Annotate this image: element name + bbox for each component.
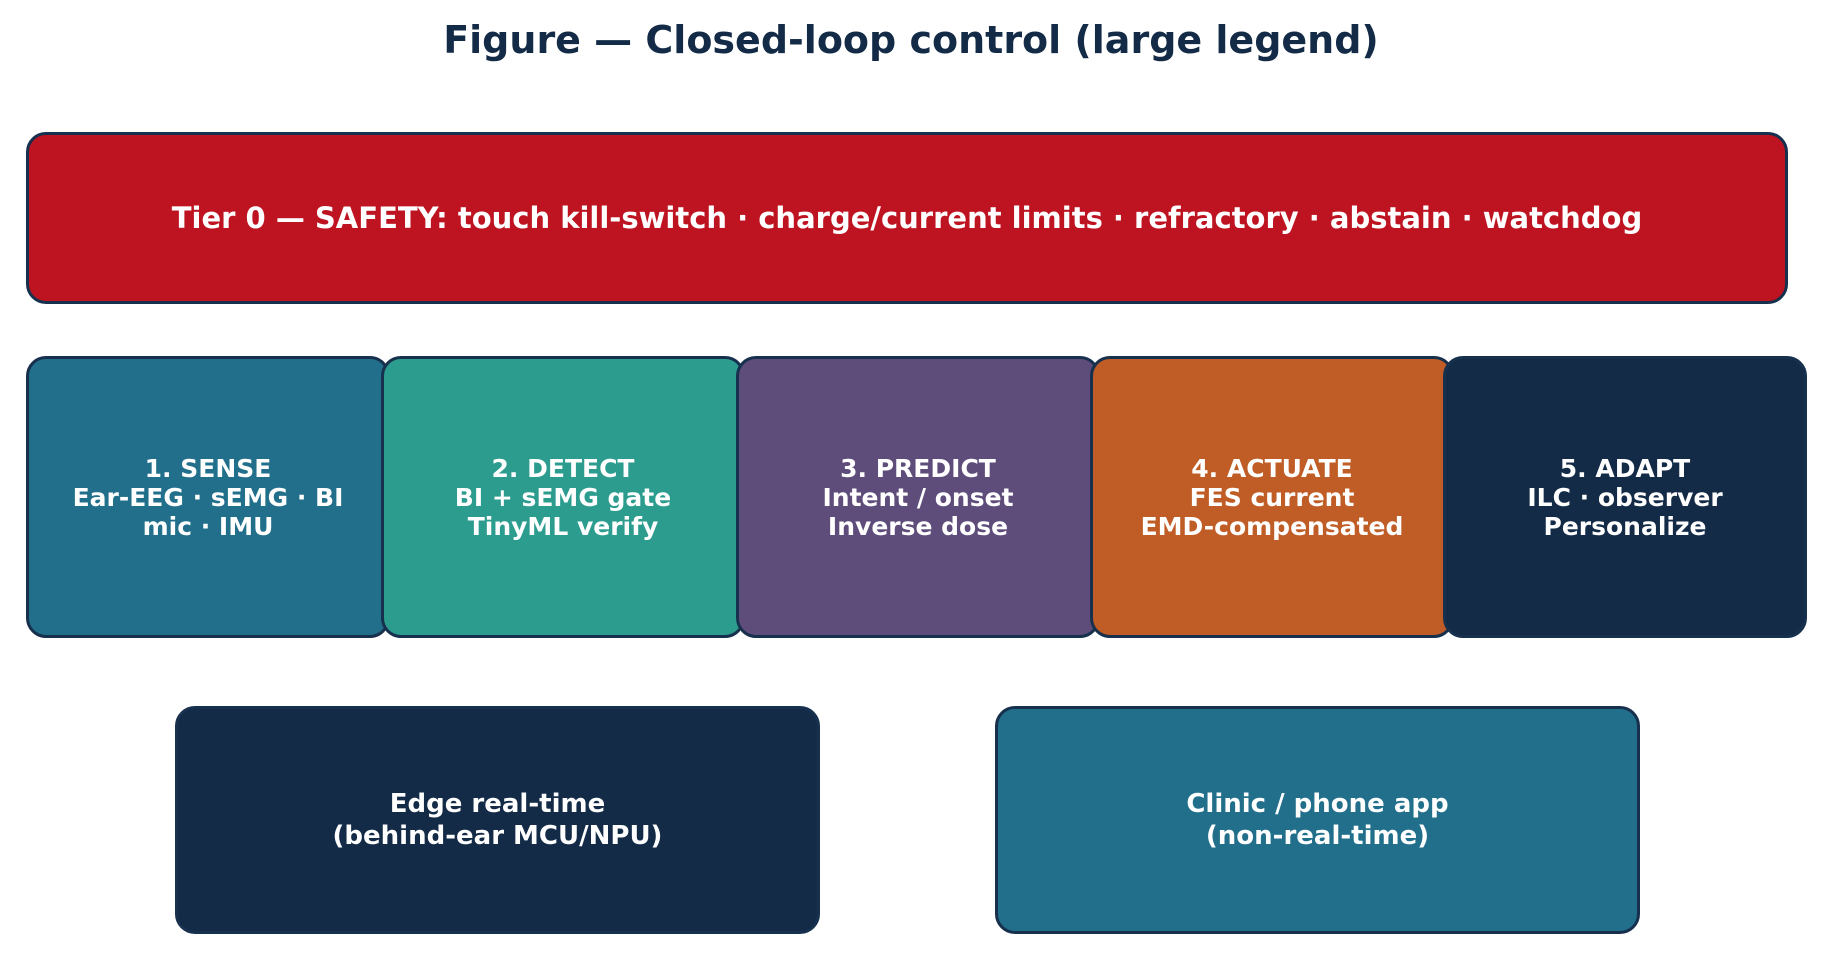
stage-detect-title: 2. DETECT [491, 453, 635, 483]
stage-adapt-box: 5. ADAPT ILC · observer Personalize [1443, 356, 1807, 638]
stage-predict-line2: Inverse dose [827, 511, 1009, 541]
stage-adapt-line2: Personalize [1543, 511, 1707, 541]
stage-adapt-line1: ILC · observer [1527, 482, 1723, 512]
stage-predict-box: 3. PREDICT Intent / onset Inverse dose [736, 356, 1100, 638]
stage-actuate-line2: EMD-compensated [1140, 511, 1404, 541]
clinic-tier-box: Clinic / phone app (non-real-time) [995, 706, 1640, 934]
stage-actuate-box: 4. ACTUATE FES current EMD-compensated [1090, 356, 1454, 638]
safety-tier-box: Tier 0 — SAFETY: touch kill-switch · cha… [26, 132, 1788, 304]
edge-tier-line1: Edge real-time [389, 789, 606, 819]
stage-sense-title: 1. SENSE [144, 453, 272, 483]
stage-predict-title: 3. PREDICT [840, 453, 996, 483]
stage-adapt-title: 5. ADAPT [1559, 453, 1691, 483]
clinic-tier-line2: (non-real-time) [1205, 821, 1430, 851]
figure-title: Figure — Closed-loop control (large lege… [443, 18, 1379, 62]
stage-predict-line1: Intent / onset [822, 482, 1014, 512]
stage-actuate-line1: FES current [1189, 482, 1355, 512]
safety-tier-label: Tier 0 — SAFETY: touch kill-switch · cha… [171, 201, 1643, 235]
stage-actuate-title: 4. ACTUATE [1191, 453, 1353, 483]
stage-detect-line2: TinyML verify [467, 511, 659, 541]
stage-detect-line1: BI + sEMG gate [454, 482, 672, 512]
clinic-tier-line1: Clinic / phone app [1186, 789, 1449, 819]
stage-sense-line1: Ear-EEG · sEMG · BI [72, 482, 344, 512]
edge-tier-line2: (behind-ear MCU/NPU) [332, 821, 663, 851]
stage-sense-box: 1. SENSE Ear-EEG · sEMG · BI mic · IMU [26, 356, 390, 638]
stage-sense-line2: mic · IMU [142, 511, 274, 541]
stage-detect-box: 2. DETECT BI + sEMG gate TinyML verify [381, 356, 745, 638]
edge-tier-box: Edge real-time (behind-ear MCU/NPU) [175, 706, 820, 934]
